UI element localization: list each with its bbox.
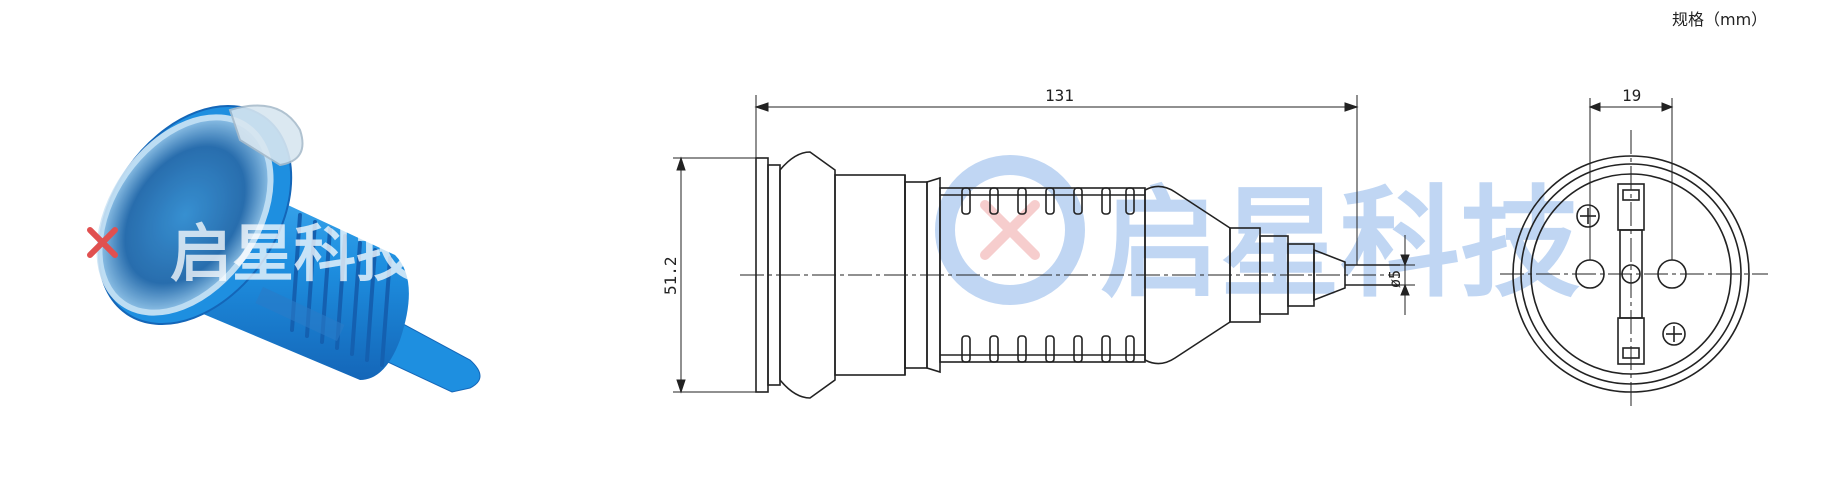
screw-bottom-right <box>1662 322 1686 346</box>
dim-length <box>754 95 1359 265</box>
rib-windows-top <box>961 187 1135 215</box>
screw-top-left <box>1576 204 1600 228</box>
dim-pin-spacing <box>1588 98 1674 260</box>
dim-diameter-label: 51.2 <box>661 256 680 295</box>
center-watermark: 启星科技 <box>935 155 1580 314</box>
photo-watermark: 启星科技 <box>87 217 418 290</box>
watermark-x-mark-left <box>87 227 118 258</box>
dim-pin-spacing-label: 19 <box>1622 86 1641 105</box>
photo-lid-hinge <box>228 104 304 167</box>
dim-length-label: 131 <box>1045 86 1074 105</box>
dim-cable-label: ø5 <box>1386 270 1404 288</box>
watermark-logo-ring <box>935 155 1085 305</box>
dim-cable <box>1345 235 1415 315</box>
spec-units-label: 规格（mm） <box>1672 10 1768 29</box>
watermark-text-left: 启星科技 <box>170 217 418 290</box>
watermark-text-center: 启星科技 <box>1100 175 1580 314</box>
center-screw <box>1621 264 1641 284</box>
product-photo <box>96 104 481 393</box>
rib-windows-bottom <box>961 335 1135 363</box>
front-view-drawing <box>1500 130 1768 408</box>
front-outer-ring <box>1512 155 1750 393</box>
dim-diameter <box>673 156 756 394</box>
watermark-x-mark <box>980 200 1040 260</box>
side-profile-drawing <box>740 151 1400 399</box>
